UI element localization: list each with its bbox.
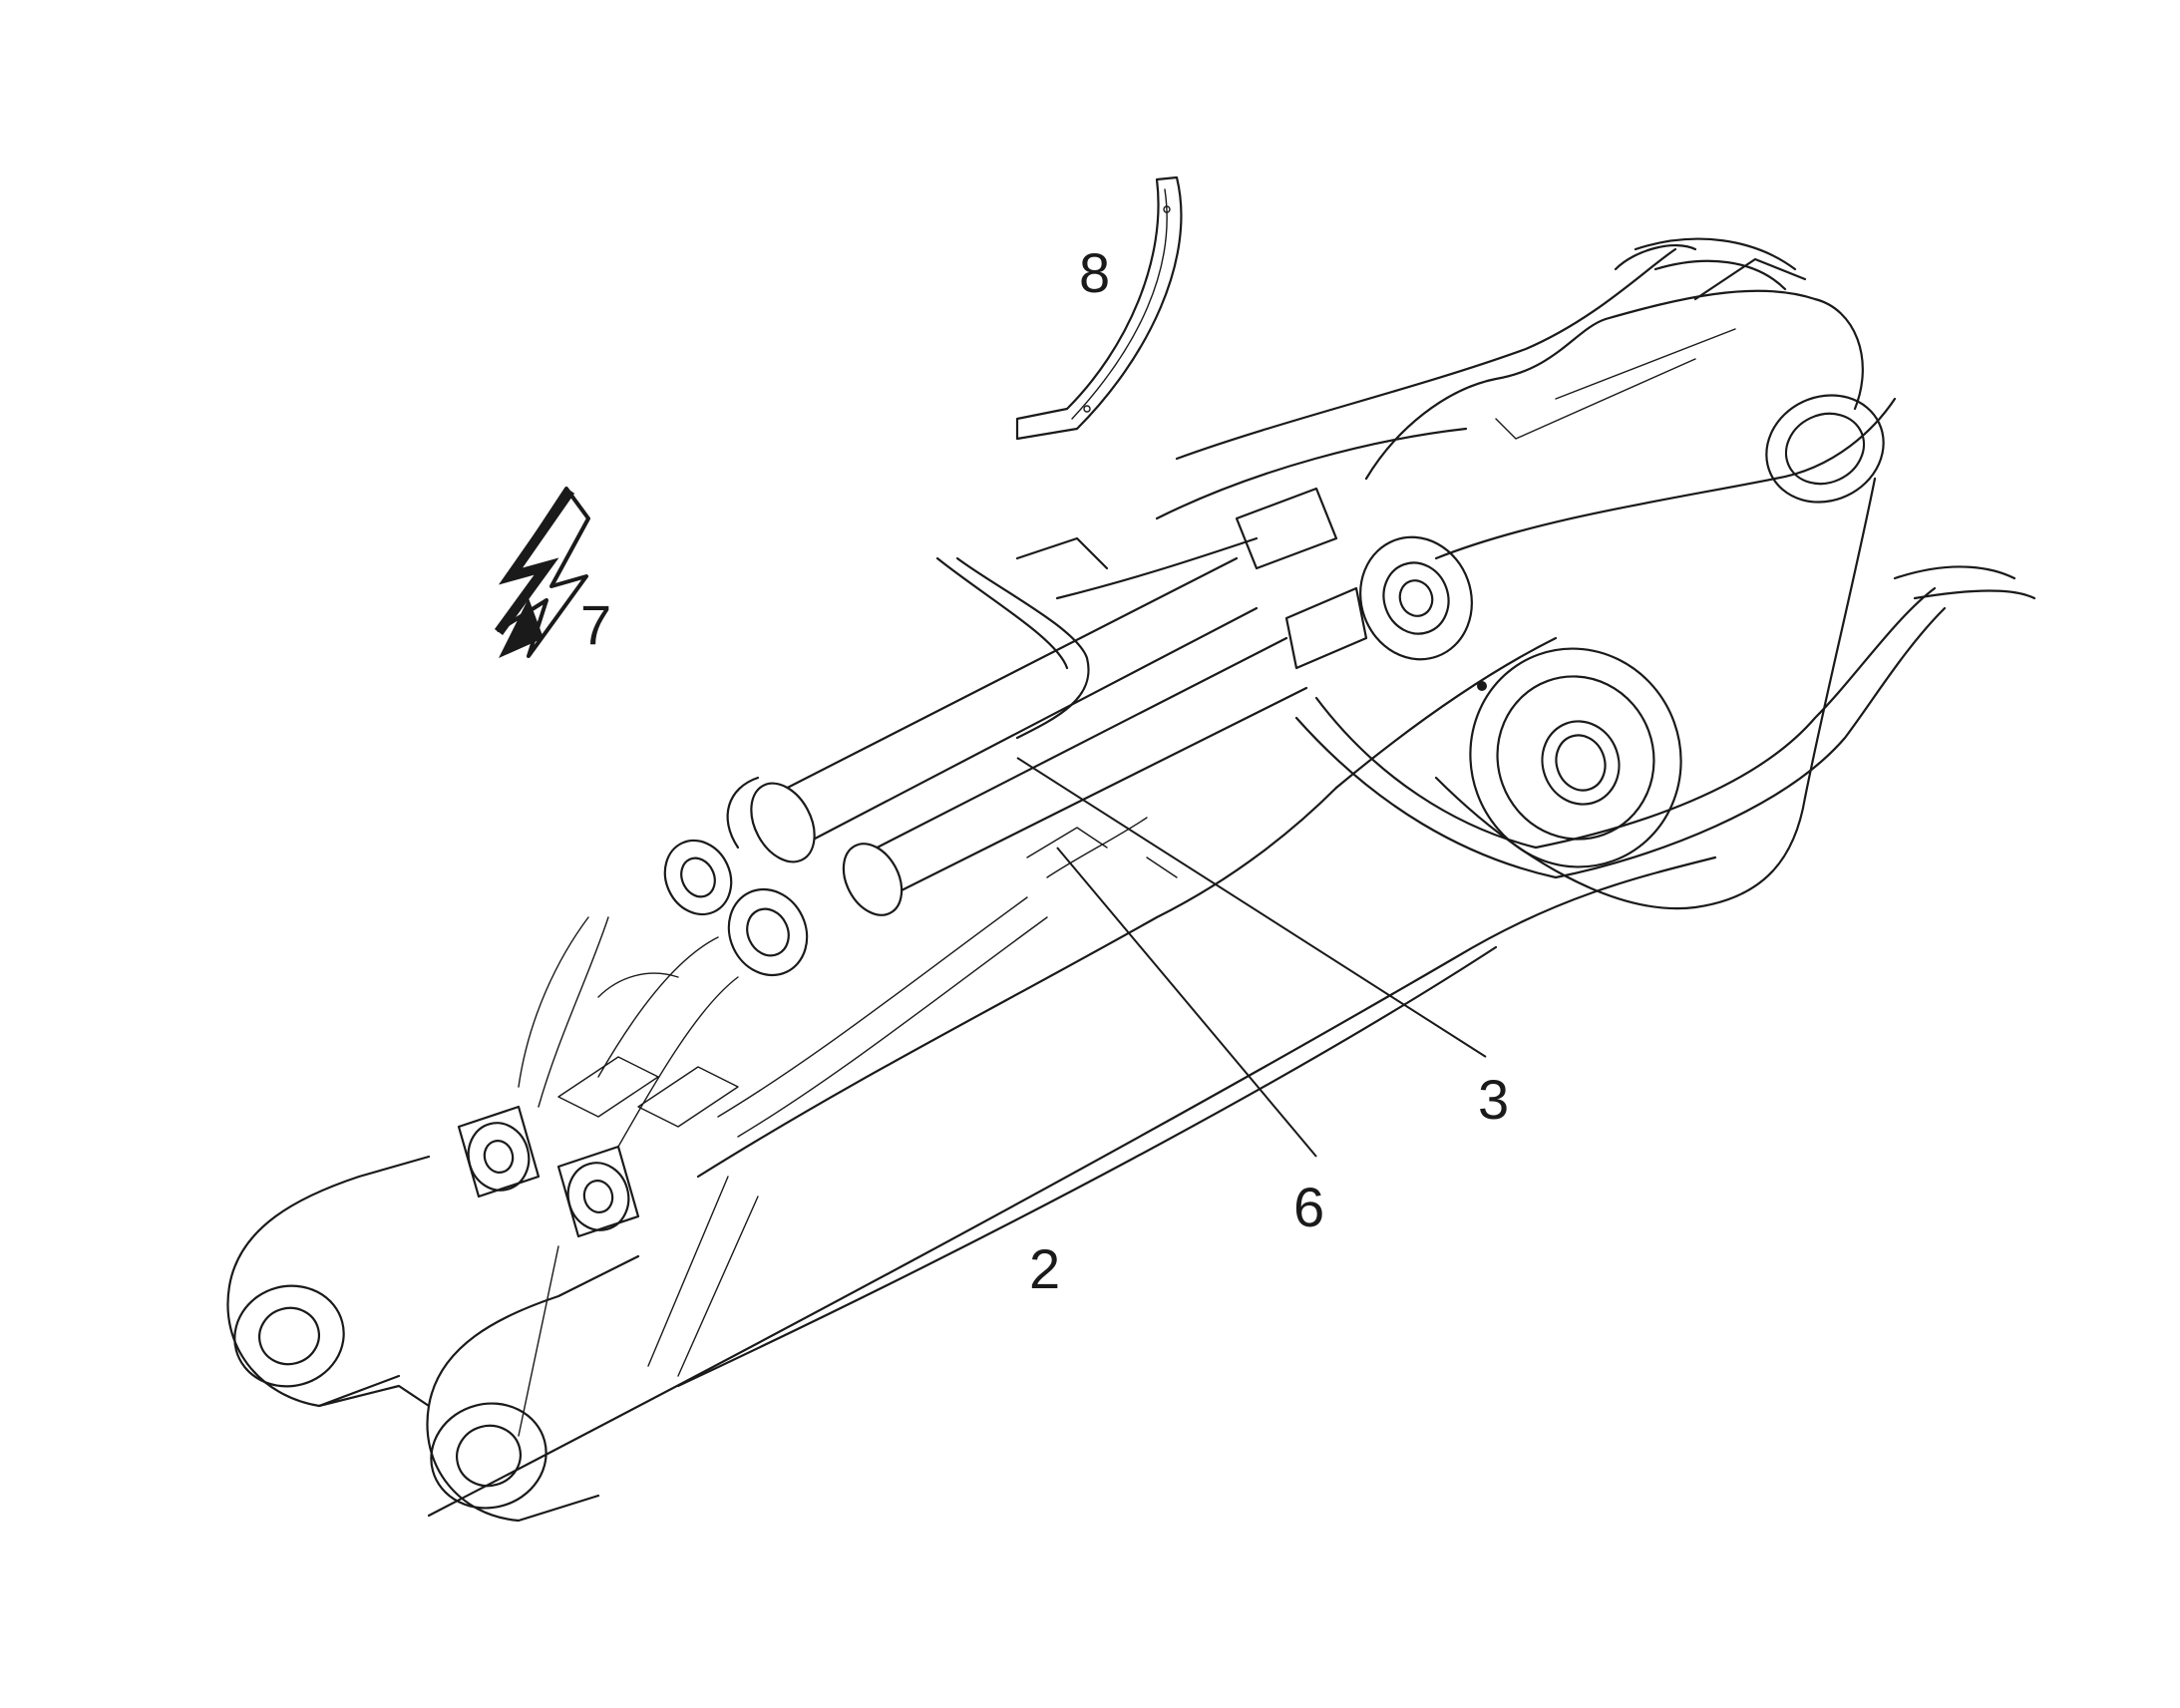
wear-plate [1015, 175, 1183, 441]
electrical-harness [518, 817, 1148, 1148]
rear-bracket [1359, 244, 1885, 661]
hydraulic-cylinders [663, 487, 1368, 977]
callout-6: 6 [1293, 1176, 1324, 1238]
callout-7: 7 [580, 593, 611, 656]
lightning-bolt-icon [494, 487, 590, 658]
callout-2: 2 [1029, 1237, 1060, 1300]
pivot-boss [1469, 647, 1682, 868]
leader-lines [1016, 757, 1487, 1158]
callout-3: 3 [1478, 1068, 1509, 1131]
leader-3 [1016, 757, 1487, 1058]
hydraulic-hoses [935, 237, 2036, 879]
callout-8: 8 [1079, 241, 1110, 304]
boom-body [427, 247, 1897, 1518]
boom-tip [226, 1105, 640, 1523]
leader-6 [1056, 847, 1317, 1158]
